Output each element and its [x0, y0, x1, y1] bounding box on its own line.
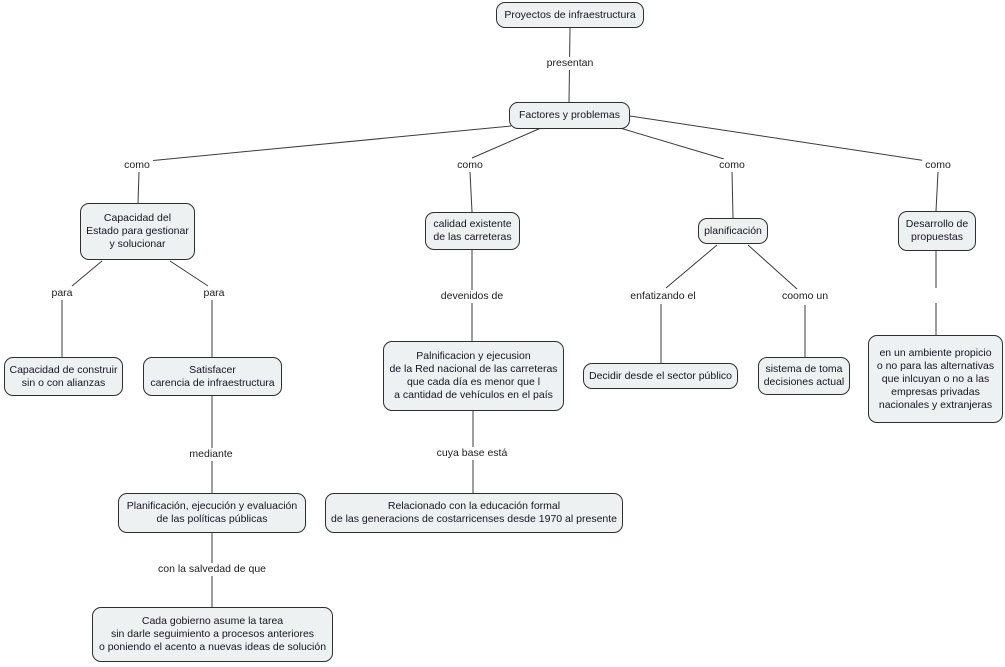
node-satisfacer-carencia[interactable]: Satisfacer carencia de infraestructura	[143, 357, 282, 396]
node-capacidad-de-construir[interactable]: Capacidad de construir sin o con alianza…	[4, 357, 123, 396]
node-cada-gobierno-asume[interactable]: Cada gobierno asume la tarea sin darle s…	[92, 607, 333, 662]
link-label-con-la-salvedad: con la salvedad de que	[155, 563, 269, 576]
node-decidir-sector-publico[interactable]: Decidir desde el sector público	[583, 363, 738, 389]
node-proyectos-de-infraestructura[interactable]: Proyectos de infraestructura	[496, 2, 644, 28]
link-label-como-1: como	[121, 159, 153, 172]
link-label-como-2: como	[454, 159, 486, 172]
link-label-devenidos-de: devenidos de	[437, 290, 507, 303]
link-label-como-3: como	[716, 159, 748, 172]
link-label-para-2: para	[200, 287, 228, 300]
node-sistema-toma-decisiones[interactable]: sistema de toma decisiones actual	[758, 357, 850, 395]
node-capacidad-del-estado[interactable]: Capacidad del Estado para gestionar y so…	[80, 203, 195, 260]
link-label-presentan: presentan	[543, 57, 597, 70]
link-label-enfatizando-el: enfatizando el	[627, 290, 699, 303]
node-relacionado-educacion-formal[interactable]: Relacionado con la educación formal de l…	[325, 493, 623, 533]
link-label-mediante: mediante	[186, 448, 236, 461]
link-label-como-4: como	[922, 159, 954, 172]
node-planificacion-politicas-publicas[interactable]: Planificación, ejecución y evaluación de…	[118, 493, 306, 533]
link-label-para-1: para	[48, 287, 76, 300]
node-planificacion[interactable]: planificación	[698, 218, 768, 244]
link-label-coomo-un: coomo un	[778, 290, 832, 303]
node-factores-y-problemas[interactable]: Factores y problemas	[509, 102, 630, 129]
node-calidad-existente-carreteras[interactable]: calidad existente de las carreteras	[425, 212, 520, 250]
node-palnificacion-red-nacional[interactable]: Palnificacion y ejecusion de la Red naci…	[383, 341, 564, 411]
node-desarrollo-de-propuestas[interactable]: Desarrollo de propuestas	[898, 211, 976, 251]
node-ambiente-propicio[interactable]: en un ambiente propicio o no para las al…	[868, 335, 1003, 423]
link-label-cuya-base-esta: cuya base está	[433, 447, 511, 460]
